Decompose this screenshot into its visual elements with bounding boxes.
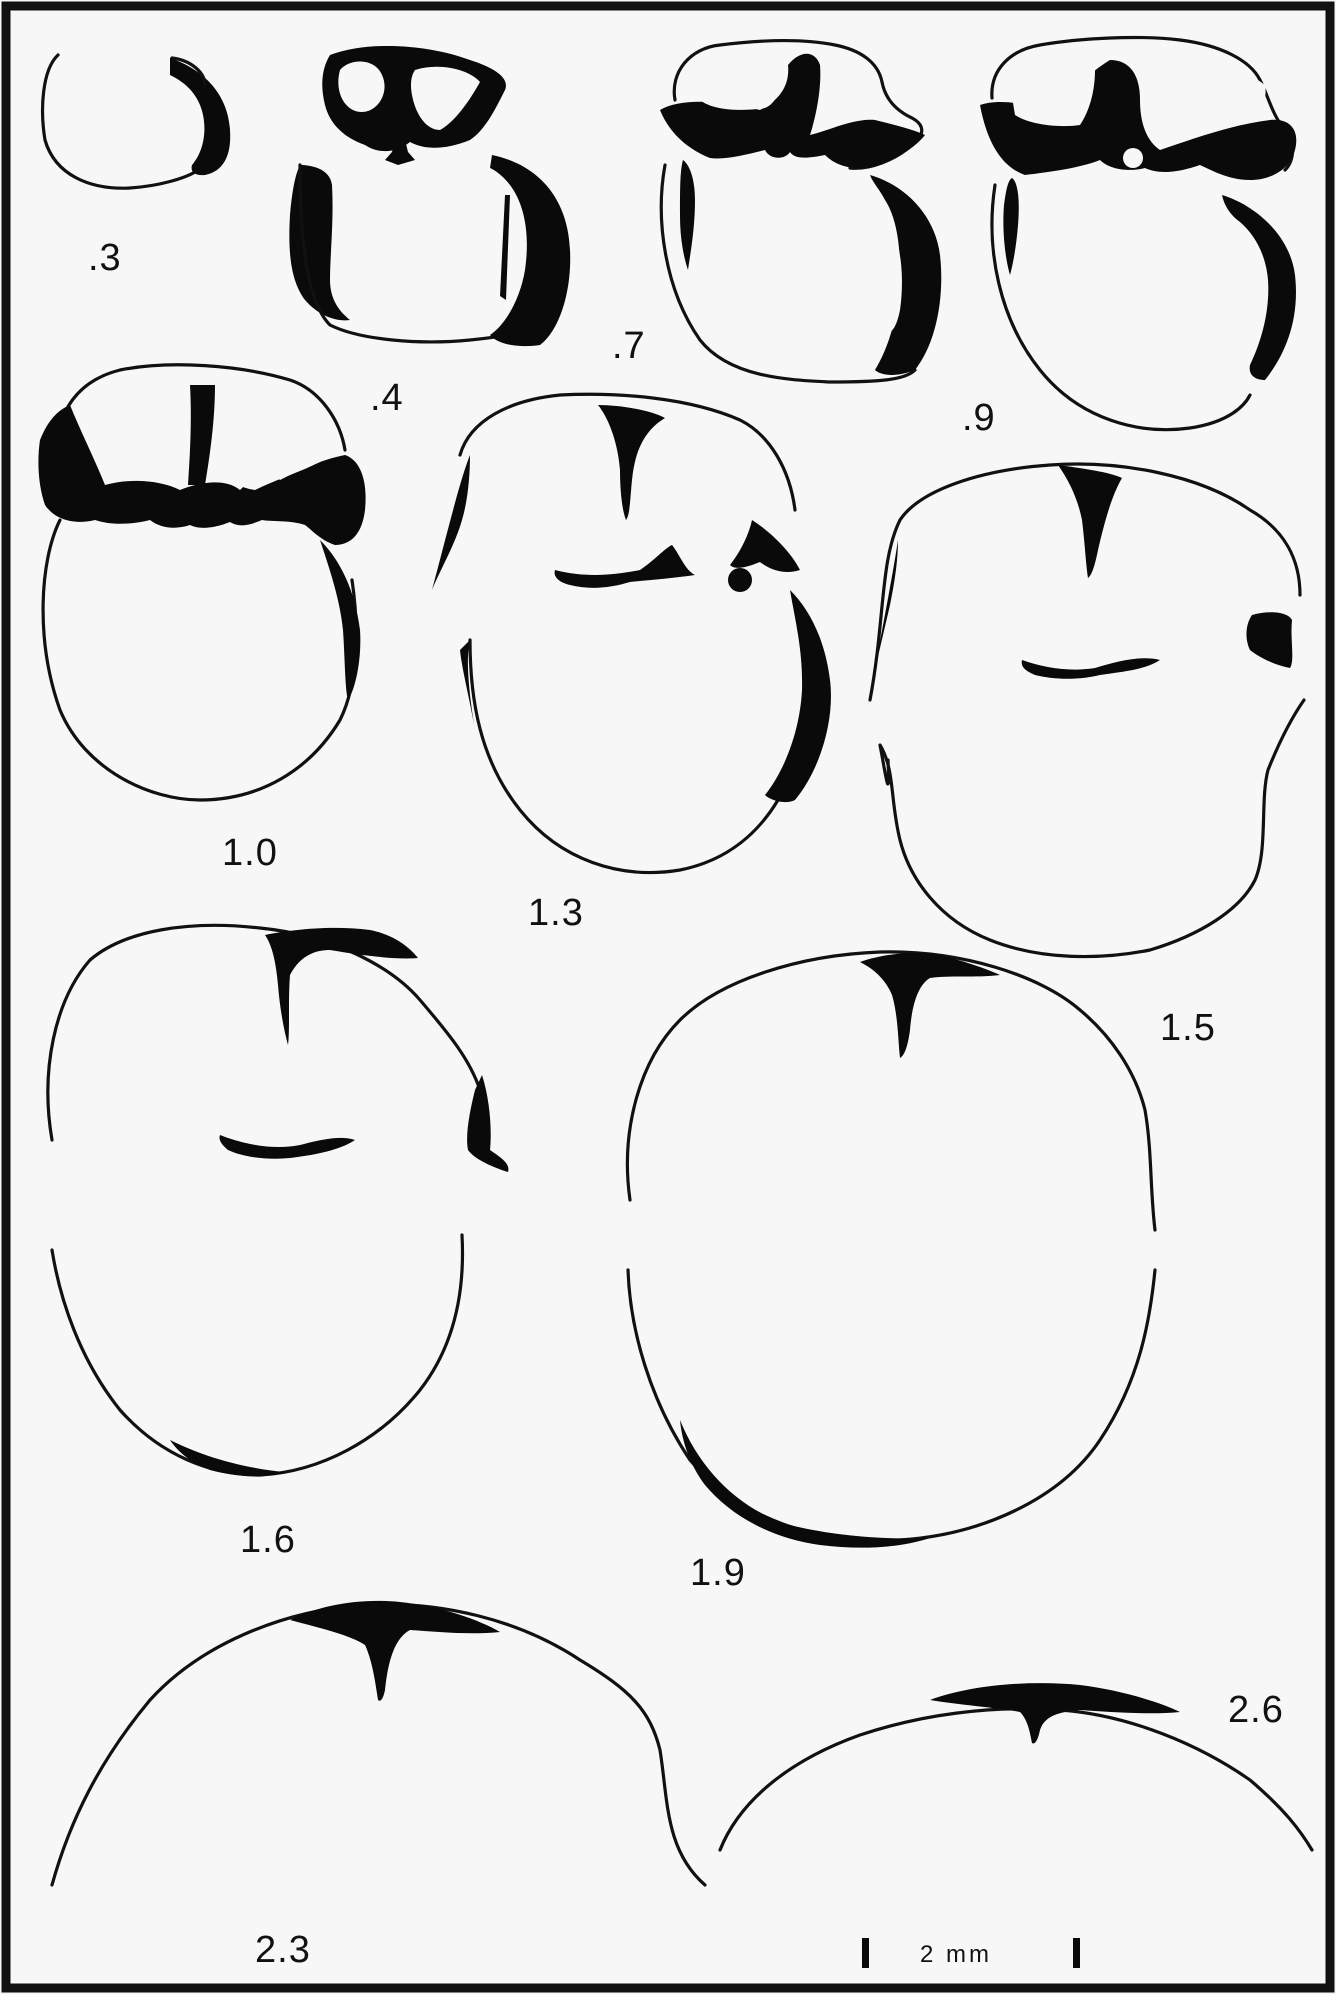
section-2-3: 2.3 — [52, 1601, 705, 1971]
label-2-6: 2.6 — [1228, 1689, 1284, 1731]
label-1-5: 1.5 — [1160, 1007, 1216, 1049]
section-2-6: 2.6 — [720, 1683, 1312, 1850]
section-0-4: .4 — [289, 46, 570, 419]
section-1-6: 1.6 — [48, 925, 509, 1561]
section-1-3: 1.3 — [432, 394, 831, 934]
label-1-9: 1.9 — [690, 1552, 746, 1594]
scale-bar-label: 2 mm — [920, 1941, 992, 1968]
label-1-3: 1.3 — [528, 892, 584, 934]
label-0-9: .9 — [962, 397, 996, 439]
scale-bar-left-tick — [862, 1938, 869, 1968]
section-0-3: .3 — [43, 55, 231, 279]
plate-frame — [6, 6, 1330, 1988]
section-0-7: .7 — [612, 40, 941, 382]
section-1-9: 1.9 — [627, 952, 1155, 1594]
label-1-6: 1.6 — [240, 1519, 296, 1561]
section-1-0: 1.0 — [38, 365, 365, 874]
label-0-4: .4 — [370, 377, 404, 419]
scale-bar-right-tick — [1073, 1938, 1080, 1968]
section-0-9: .9 — [962, 38, 1296, 439]
label-1-0: 1.0 — [222, 832, 278, 874]
label-2-3: 2.3 — [255, 1929, 311, 1971]
scale-bar: 2 mm — [862, 1938, 1080, 1968]
label-0-3: .3 — [88, 237, 122, 279]
label-0-7: .7 — [612, 325, 646, 367]
